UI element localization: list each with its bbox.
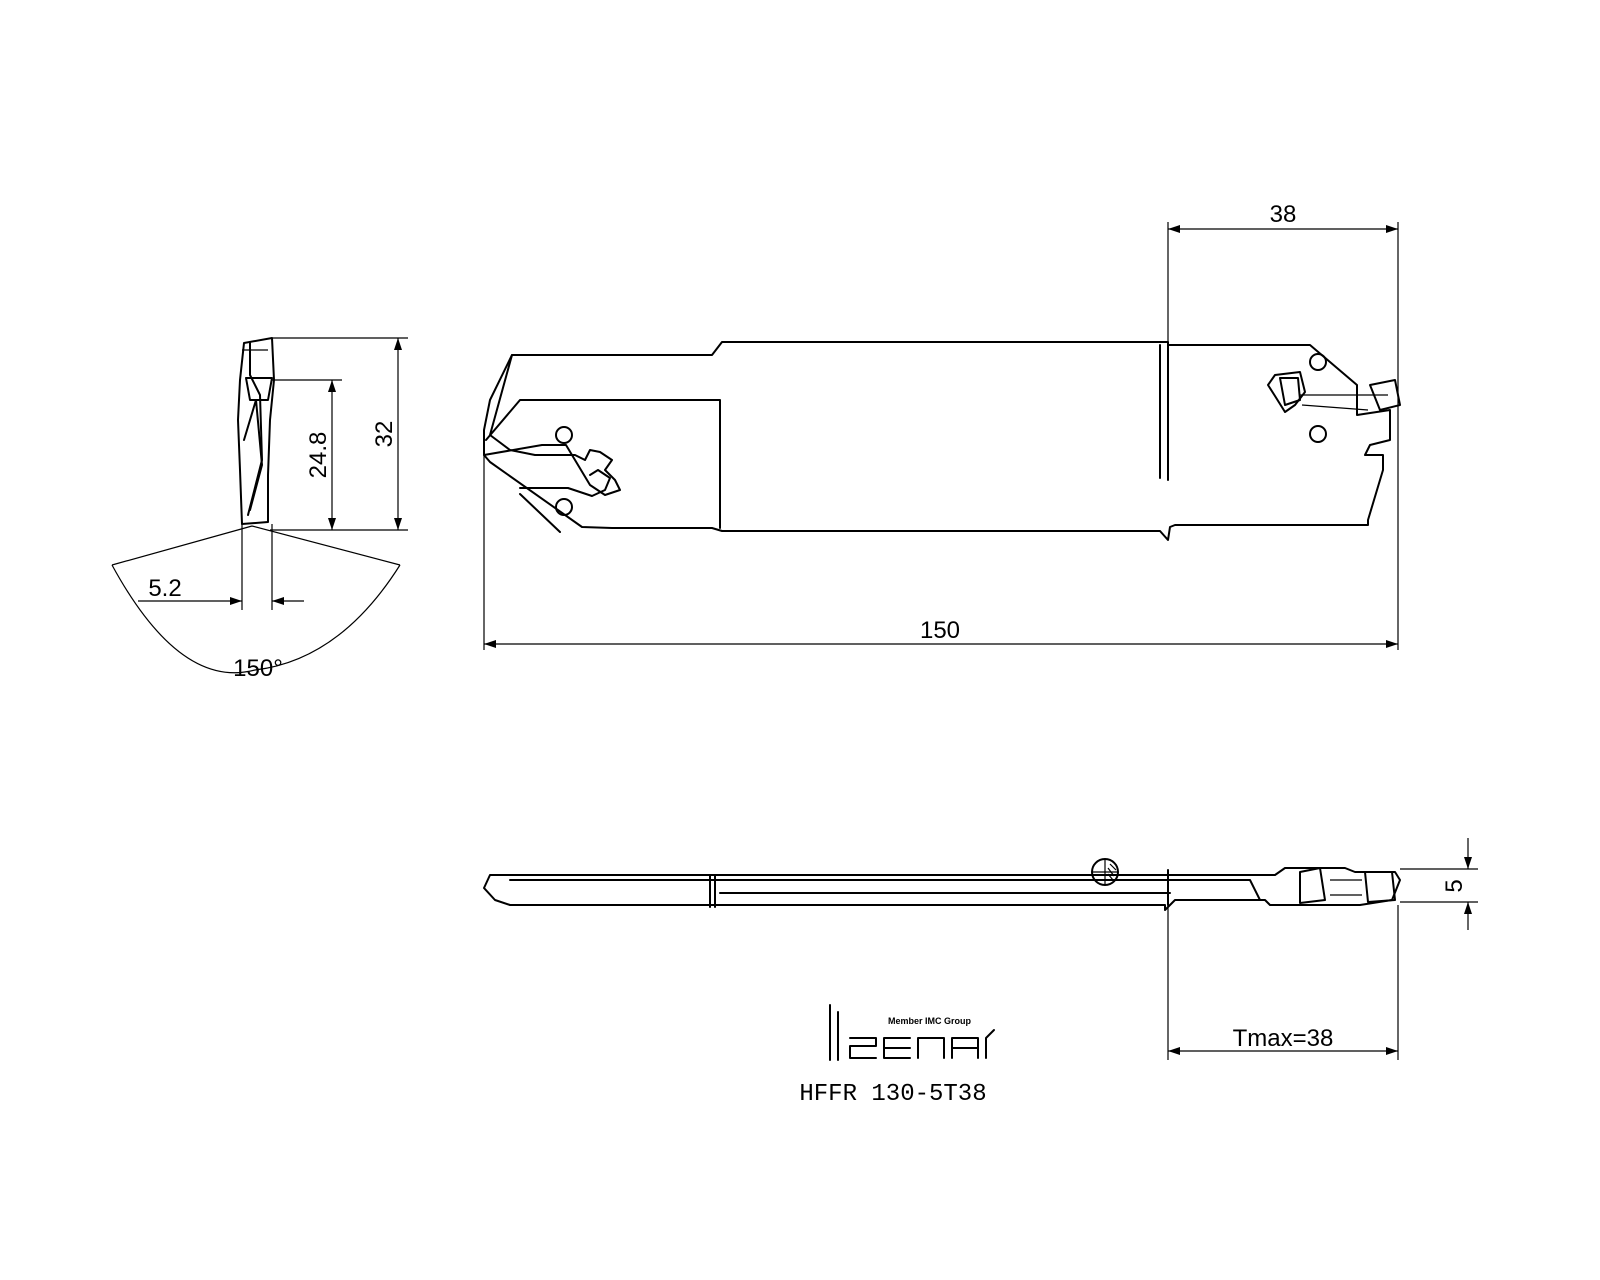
- label-overall-length: 150: [920, 617, 960, 644]
- label-head-length: 38: [1270, 201, 1297, 228]
- part-number: HFFR 130-5T38: [799, 1081, 986, 1108]
- dim-overall-length: [483, 455, 1398, 650]
- blade-top-view: [483, 341, 1401, 541]
- end-view: [111, 337, 408, 674]
- label-insert-height: 24.8: [305, 432, 332, 479]
- label-offset: 5.2: [148, 575, 181, 602]
- label-blade-height: 32: [371, 421, 398, 448]
- label-max-depth: Tmax=38: [1233, 1025, 1334, 1052]
- brand-tagline: Member IMC Group: [888, 1016, 972, 1026]
- dim-head-length: [1167, 222, 1399, 650]
- label-width: 5: [1441, 879, 1468, 892]
- dim-width: [1400, 838, 1478, 930]
- label-angle: 150°: [233, 655, 283, 682]
- brand-logo: Member IMC Group: [829, 1004, 995, 1061]
- dim-max-depth: [1167, 905, 1399, 1060]
- blade-side-view: [483, 858, 1401, 911]
